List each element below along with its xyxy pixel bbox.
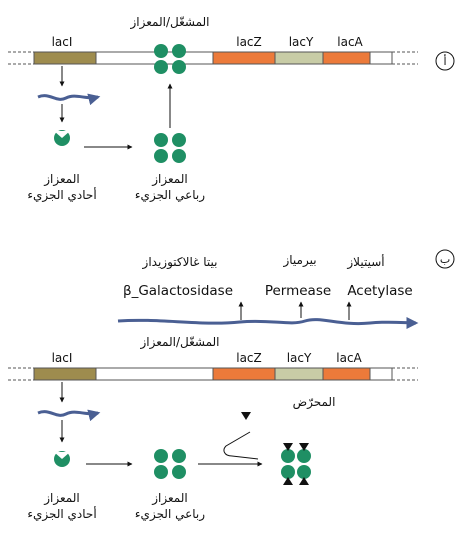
repressor-tetramer [154, 133, 186, 163]
lacA-label: lacA [336, 351, 362, 365]
inducer-arrow [223, 431, 259, 460]
polycistronic-mrna [117, 316, 419, 329]
permease-label: Permease [265, 283, 331, 299]
lacA-label: lacA [337, 35, 363, 49]
lacY-label: lacY [289, 35, 314, 49]
lacI-mrna [37, 93, 101, 106]
lacZ-label: lacZ [236, 35, 262, 49]
panel-a-marker: أ [443, 54, 446, 68]
panel-b: ب بيتا غالاكتوزيداز بيرمياز أسيتيلاز β_G… [8, 249, 455, 522]
lacI-label: lacI [52, 35, 73, 49]
lacZ-label: lacZ [236, 351, 262, 365]
tetramer-label-line1: المعزاز [151, 491, 187, 506]
acetylase-label-ar: أسيتيلاز [346, 254, 384, 270]
lacA-gene [322, 367, 371, 381]
lacZ-gene [212, 51, 276, 65]
galactosidase-label-ar: بيتا غالاكتوزيداز [142, 255, 218, 270]
monomer-label-line2: أحادي الجزيء [27, 187, 96, 203]
tetramer-label-line1: المعزاز [151, 172, 187, 187]
panel-a: أ المشغّل/المعزاز lacI lacZ lacY lacA [8, 15, 455, 203]
permease-label-ar: بيرمياز [282, 253, 316, 268]
monomer-label-line1: المعزاز [43, 491, 79, 506]
acetylase-label: Acetylase [347, 283, 412, 299]
lacY-gene [274, 51, 324, 65]
inducer-label: المحرّض [293, 395, 336, 410]
lacA-gene [322, 51, 371, 65]
lacZ-gene [212, 367, 276, 381]
lacI-gene [33, 51, 97, 65]
lacY-gene [274, 367, 324, 381]
monomer-label-line1: المعزاز [43, 172, 79, 187]
dna-strand [8, 367, 418, 381]
repressor-monomer [54, 451, 70, 467]
lacI-mrna [37, 409, 101, 422]
operator-label: المشغّل/المعزاز [139, 335, 219, 350]
monomer-label-line2: أحادي الجزيء [27, 506, 96, 522]
repressor-inducer-complex [281, 443, 311, 485]
lacI-gene [33, 367, 97, 381]
tetramer-label-line2: رباعي الجزيء [135, 188, 205, 203]
panel-a-marker-circle [435, 51, 455, 71]
inducer-molecule [241, 412, 251, 420]
repressor-monomer [54, 130, 70, 146]
galactosidase-label: β_Galactosidase [123, 283, 233, 299]
operator-label: المشغّل/المعزاز [129, 15, 209, 30]
dna-strand [8, 51, 418, 65]
lacI-label: lacI [52, 351, 73, 365]
panel-b-marker-circle [435, 249, 455, 269]
tetramer-label-line2: رباعي الجزيء [135, 507, 205, 522]
lacY-label: lacY [287, 351, 312, 365]
panel-b-marker: ب [440, 253, 450, 266]
repressor-tetramer [154, 449, 186, 479]
